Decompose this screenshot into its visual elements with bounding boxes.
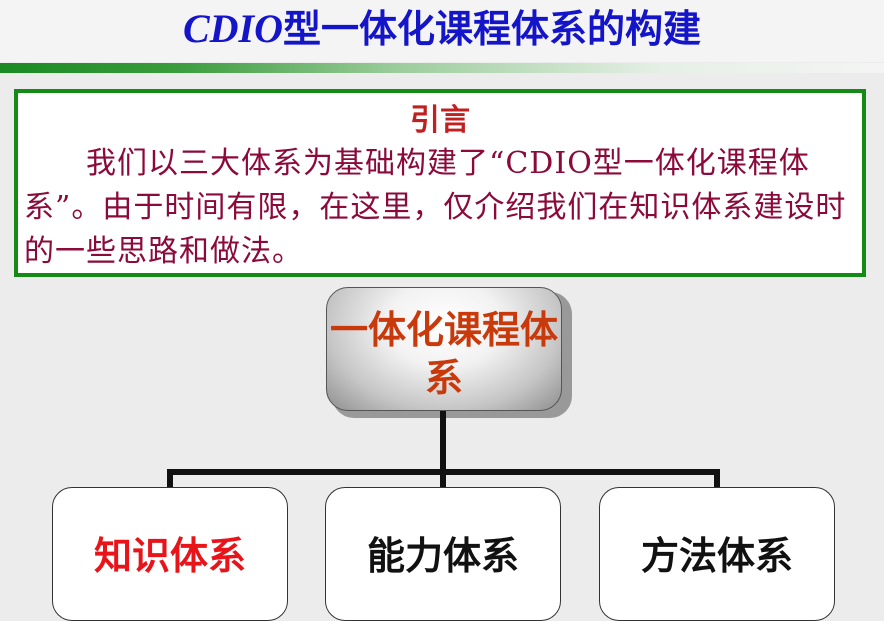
connector-drop-left <box>167 469 173 488</box>
intro-text: 我们以三大体系为基础构建了“CDIO型一体化课程体系”。由于时间有限，在这里，仅… <box>24 146 847 269</box>
child-label-knowledge: 知识体系 <box>93 534 246 578</box>
child-label-method: 方法体系 <box>640 534 793 578</box>
child-label-ability: 能力体系 <box>366 534 519 578</box>
title-rest: 型一体化课程体系的构建 <box>283 7 702 51</box>
connector-drop-middle <box>440 469 446 488</box>
root-node: 一体化课程体系 <box>326 287 562 411</box>
connector-drop-right <box>714 469 720 488</box>
title-bar: CDIO型一体化课程体系的构建 <box>0 0 884 62</box>
intro-heading: 引言 <box>410 103 470 138</box>
root-node-label: 一体化课程体系 <box>329 308 558 400</box>
child-node-knowledge: 知识体系 <box>52 487 288 621</box>
title-prefix: CDIO <box>182 6 283 51</box>
intro-box: 引言 我们以三大体系为基础构建了“CDIO型一体化课程体系”。由于时间有限，在这… <box>14 89 866 277</box>
page-title: CDIO型一体化课程体系的构建 <box>0 3 884 55</box>
connector-vertical-main <box>440 411 446 473</box>
title-divider <box>0 63 884 73</box>
child-node-ability: 能力体系 <box>325 487 561 621</box>
child-node-method: 方法体系 <box>599 487 835 621</box>
